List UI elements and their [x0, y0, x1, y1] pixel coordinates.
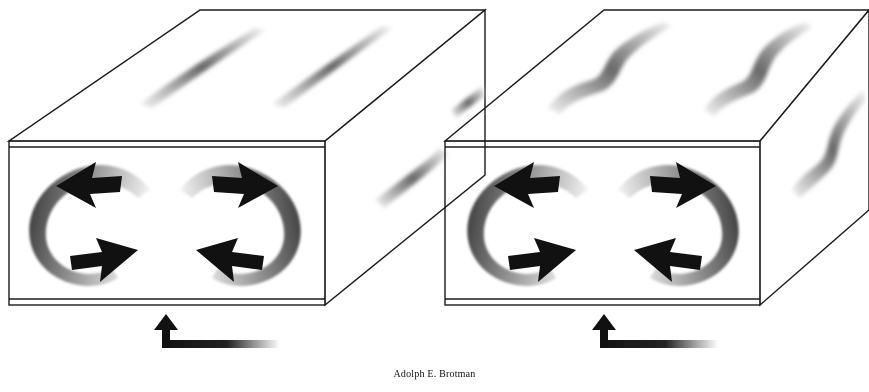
vortex-arrow-icon	[180, 162, 301, 286]
vortex-arrow-icon	[29, 162, 150, 286]
flow-arrow-icon	[154, 314, 280, 348]
panel-left	[9, 10, 485, 348]
flow-arrow-icon	[592, 314, 718, 348]
panel-right	[445, 10, 869, 348]
vortex-arrow-icon	[467, 162, 588, 286]
vortex-arrow-icon	[618, 162, 739, 286]
figure-credit: Adolph E. Brotman	[0, 369, 869, 380]
side-streaks	[792, 90, 866, 198]
top-streaks	[548, 22, 812, 116]
top-streaks	[140, 26, 393, 108]
